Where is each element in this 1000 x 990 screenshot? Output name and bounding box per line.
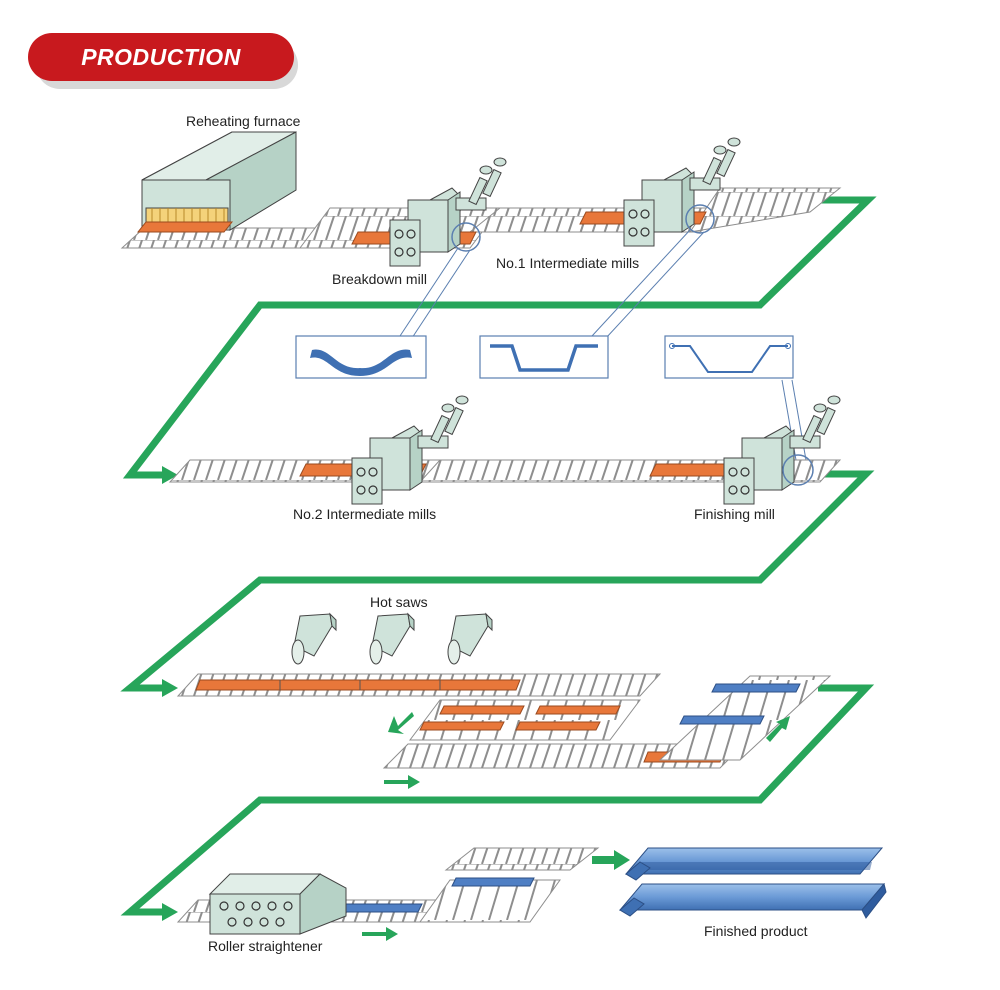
label-breakdown-mill: Breakdown mill (332, 271, 427, 287)
row-3 (176, 613, 832, 789)
row-2 (168, 395, 842, 505)
label-intermediate-mills-1: No.1 Intermediate mills (496, 255, 639, 271)
conveyor (444, 847, 600, 871)
callout-circle (451, 222, 481, 252)
flow-arrow-icon (162, 679, 178, 697)
flow-arrow-icon (362, 927, 398, 941)
finished-sheet-pile-icon (618, 847, 887, 919)
callout-circle (685, 204, 715, 234)
cooling-bed (419, 879, 561, 923)
label-roller-straightener: Roller straightener (208, 938, 323, 954)
conveyor (688, 187, 842, 233)
section-profile-icon (310, 349, 412, 376)
label-finished-product: Finished product (704, 923, 808, 939)
section-profile-icon (672, 345, 788, 373)
rolling-mill-icon (351, 395, 469, 505)
label-finishing-mill: Finishing mill (694, 506, 775, 522)
flow-arrow-icon (162, 903, 178, 921)
header-badge-pill (28, 33, 294, 81)
row-4 (176, 847, 887, 941)
hot-steel-bar (439, 705, 525, 715)
label-intermediate-mills-2: No.2 Intermediate mills (293, 506, 436, 522)
label-hot-saws: Hot saws (370, 594, 428, 610)
finished-steel-bar (711, 683, 801, 693)
flow-arrow-icon (162, 466, 178, 484)
callout-circle (782, 454, 814, 486)
page-title: PRODUCTION PROCESS (81, 44, 241, 118)
finished-steel-bar (679, 715, 765, 725)
flow-arrow-icon (592, 850, 630, 870)
hot-saw-icon (447, 613, 493, 665)
hot-saw-icon (369, 613, 415, 665)
hot-steel-bar (535, 705, 621, 715)
flow-arrow-icon (766, 716, 790, 742)
label-reheating-furnace: Reheating furnace (186, 113, 301, 129)
reheating-furnace-icon (136, 131, 297, 233)
row-1 (120, 131, 842, 267)
roller-straightener-icon (208, 873, 347, 935)
finished-steel-bar (339, 903, 423, 913)
hot-steel-bar (419, 721, 505, 731)
flow-path (120, 196, 877, 921)
finished-steel-bar (451, 877, 535, 887)
hot-saw-icon (291, 613, 337, 665)
flow-arrow-icon (388, 712, 414, 734)
section-profile-icon (490, 344, 598, 372)
header-badge: PRODUCTION PROCESS (28, 33, 298, 118)
flow-arrow-icon (384, 775, 420, 789)
section-profiles (295, 335, 794, 379)
hot-steel-bar (195, 679, 521, 691)
hot-steel-bar (515, 721, 601, 731)
rolling-mill-icon (723, 395, 841, 505)
